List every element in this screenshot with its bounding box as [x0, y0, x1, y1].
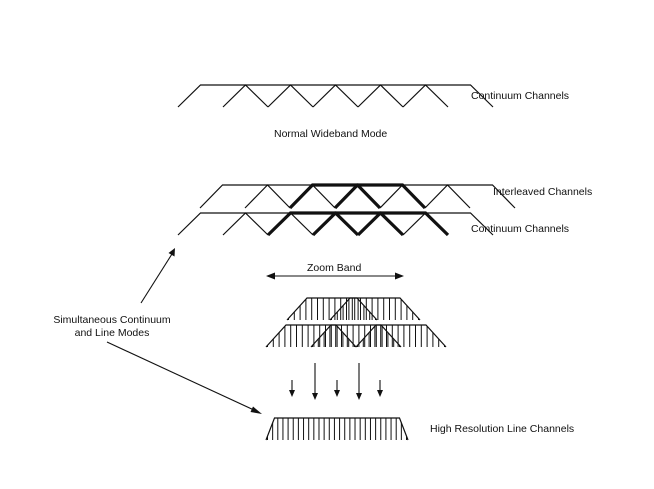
interleaved-channel-2 [244, 184, 336, 209]
zoom-arrow-right-head [395, 272, 404, 280]
normal-channel-2 [222, 84, 314, 108]
down-arrows [289, 363, 383, 400]
normal-channel-6 [402, 84, 494, 108]
continuum-channel-6 [402, 212, 494, 236]
normal-channel-3 [267, 84, 359, 108]
down-arrow-head-5 [377, 390, 383, 397]
down-arrow-head-1 [289, 390, 295, 397]
continuum-channel-1 [177, 212, 269, 236]
zoom-filter-upper-row [286, 297, 421, 321]
zoom-upper-filter-1-outline [286, 297, 378, 321]
normal-continuum-channel-row [177, 84, 494, 108]
interleaved-channel-6 [424, 184, 516, 209]
normal-channel-1 [177, 84, 269, 108]
interleaved-channel-3 [288, 183, 382, 210]
continuum-channel-row [177, 211, 494, 237]
pointer-arrow-up-shaft [140, 253, 173, 304]
normal-channel-4 [312, 84, 404, 108]
simultaneous-modes-label: Simultaneous Continuum and Line Modes [53, 314, 171, 339]
continuum-channel-4 [311, 211, 405, 237]
zoom-lower-filter-1-outline [265, 324, 357, 348]
zoom-upper-filter-2-outline [329, 297, 421, 321]
continuum-channel-3 [266, 211, 360, 237]
pointer-arrows [106, 248, 262, 414]
normal-channel-5 [357, 84, 449, 108]
interleaved-channel-5 [379, 184, 471, 209]
down-arrow-head-3 [334, 390, 340, 397]
interleaved-channel-4 [333, 183, 427, 210]
continuum-channel-5 [356, 211, 450, 237]
continuum-channel-2 [222, 212, 314, 236]
high-resolution-line-channels-label: High Resolution Line Channels [430, 423, 575, 435]
zoom-lower-filter-3-outline [355, 324, 447, 348]
high-resolution-channel-block [265, 417, 409, 441]
zoom-band-label: Zoom Band [307, 262, 362, 274]
interleaved-channel-row [199, 183, 516, 210]
normal-wideband-mode-label: Normal Wideband Mode [274, 128, 388, 140]
interleaved-channels-label: Interleaved Channels [493, 186, 593, 198]
pointer-arrow-down-head [250, 406, 262, 414]
down-arrow-head-4 [356, 393, 362, 400]
zoom-filter-lower-row [265, 324, 447, 348]
pointer-arrow-up-head [168, 248, 175, 257]
continuum-channels-label-top: Continuum Channels [471, 90, 570, 102]
zoom-band-arrow [266, 272, 404, 280]
continuum-channels-label: Continuum Channels [471, 223, 570, 235]
down-arrow-head-2 [312, 393, 318, 400]
hires-filter-outline [265, 417, 409, 441]
pointer-arrow-down-shaft [106, 341, 257, 412]
zoom-arrow-left-head [266, 272, 275, 280]
interleaved-channel-1 [199, 184, 291, 209]
zoom-lower-filter-2-outline [310, 324, 402, 348]
